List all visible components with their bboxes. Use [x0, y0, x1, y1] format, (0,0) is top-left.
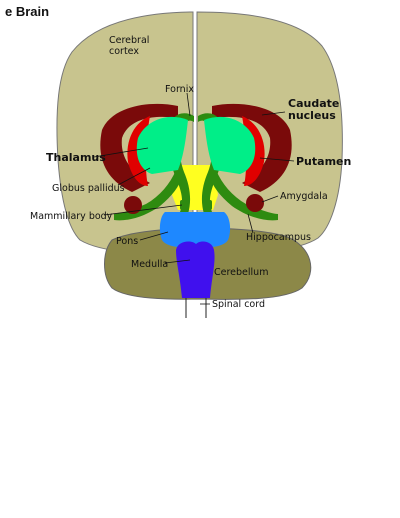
mammillary-body-left	[180, 200, 187, 210]
thalamus-leader	[93, 147, 149, 158]
mammillary-body-label: Mammillary body	[30, 211, 113, 222]
fornix-leader	[186, 92, 191, 117]
globus-pallidus-leader	[117, 167, 151, 186]
hippocampus-label: Hippocampus	[246, 232, 311, 243]
medulla	[176, 241, 215, 298]
thalamus-label: Thalamus	[46, 151, 106, 164]
hippocampus-leader	[247, 213, 254, 234]
caudate-leader	[261, 111, 286, 116]
amygdala-right	[246, 194, 264, 212]
globus-pallidus-right	[204, 116, 256, 174]
hippocampus-left	[114, 170, 182, 221]
hippocampus-right	[210, 170, 278, 221]
pons-label: Pons	[116, 236, 138, 247]
globus-pallidus-left	[136, 116, 188, 174]
fornix-label: Fornix	[165, 84, 194, 95]
caudate-label-line2: nucleus	[288, 109, 336, 122]
medulla-leader	[164, 259, 191, 264]
caudate-label-line1: Caudate	[288, 97, 339, 110]
caudate-nucleus-right	[212, 103, 292, 192]
mammillary-body-leader	[103, 204, 183, 216]
pons-leader	[139, 231, 169, 241]
spinal-cord-label: Spinal cord	[212, 299, 265, 310]
page-title: e Brain	[5, 4, 50, 19]
amygdala-label: Amygdala	[280, 191, 328, 202]
medulla-label: Medulla	[131, 259, 168, 270]
caudate-nucleus-left	[100, 103, 178, 192]
cerebral-cortex-label-line2: cortex	[109, 46, 139, 57]
amygdala-leader	[261, 195, 279, 203]
globus-pallidus-label: Globus pallidus	[52, 183, 125, 194]
putamen-leader	[259, 157, 295, 162]
mammillary-body-right	[205, 200, 212, 210]
amygdala-left	[124, 196, 142, 214]
cerebral-cortex-label-line1: Cerebral	[109, 35, 149, 46]
pons	[159, 212, 231, 248]
putamen-label: Putamen	[296, 155, 351, 168]
cerebellum-label: Cerebellum	[214, 267, 268, 278]
